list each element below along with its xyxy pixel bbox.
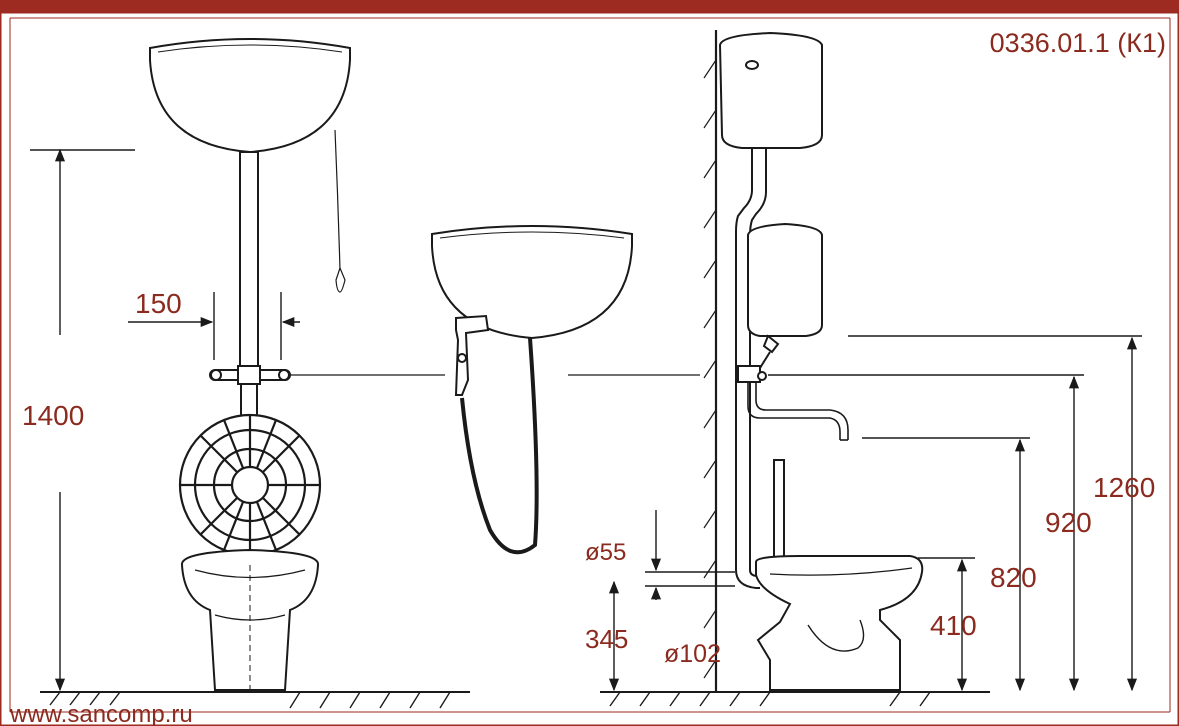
toilet-seat-lid (178, 413, 322, 557)
dimension-920 (768, 374, 1084, 692)
front-toilet-bowl (181, 548, 319, 691)
front-floor (40, 691, 470, 709)
dimension-55-label: ø55 (585, 539, 626, 566)
dimension-150-label: 150 (135, 288, 182, 319)
side-valve (737, 334, 780, 383)
pipe-bracket (209, 365, 291, 423)
front-flush-pipe (239, 151, 259, 370)
website-label: www.sancomp.ru (9, 701, 193, 726)
side-toilet-bowl (755, 555, 924, 691)
dimension-102-label: ø102 (664, 640, 721, 668)
dimension-55 (645, 510, 735, 600)
dimension-820 (862, 437, 1030, 692)
dimension-1260 (848, 335, 1142, 692)
front-cistern (149, 38, 351, 154)
side-high-cistern (718, 31, 823, 149)
pull-chain (334, 129, 346, 293)
dimension-150 (128, 292, 300, 360)
front-view (40, 38, 470, 709)
hygienic-shower (454, 314, 490, 396)
shower-hose (460, 337, 539, 555)
dimension-345-label: 345 (585, 624, 628, 654)
side-floor (600, 691, 990, 707)
middle-view (431, 225, 633, 555)
middle-cistern (431, 225, 633, 340)
side-seat-lid (773, 459, 785, 561)
side-view (600, 30, 990, 707)
dimension-820-label: 820 (990, 562, 1037, 593)
dimension-920-label: 920 (1045, 507, 1092, 538)
drawing-code: 0336.01.1 (К1) (990, 28, 1166, 58)
side-spout-pipe (747, 382, 849, 441)
side-low-cistern (747, 222, 823, 337)
dimension-1400 (30, 148, 135, 692)
wall (703, 30, 718, 692)
dimension-410-label: 410 (930, 610, 977, 641)
dimension-410 (918, 557, 975, 692)
dimension-1260-label: 1260 (1093, 472, 1155, 503)
dimension-1400-label: 1400 (22, 400, 84, 431)
